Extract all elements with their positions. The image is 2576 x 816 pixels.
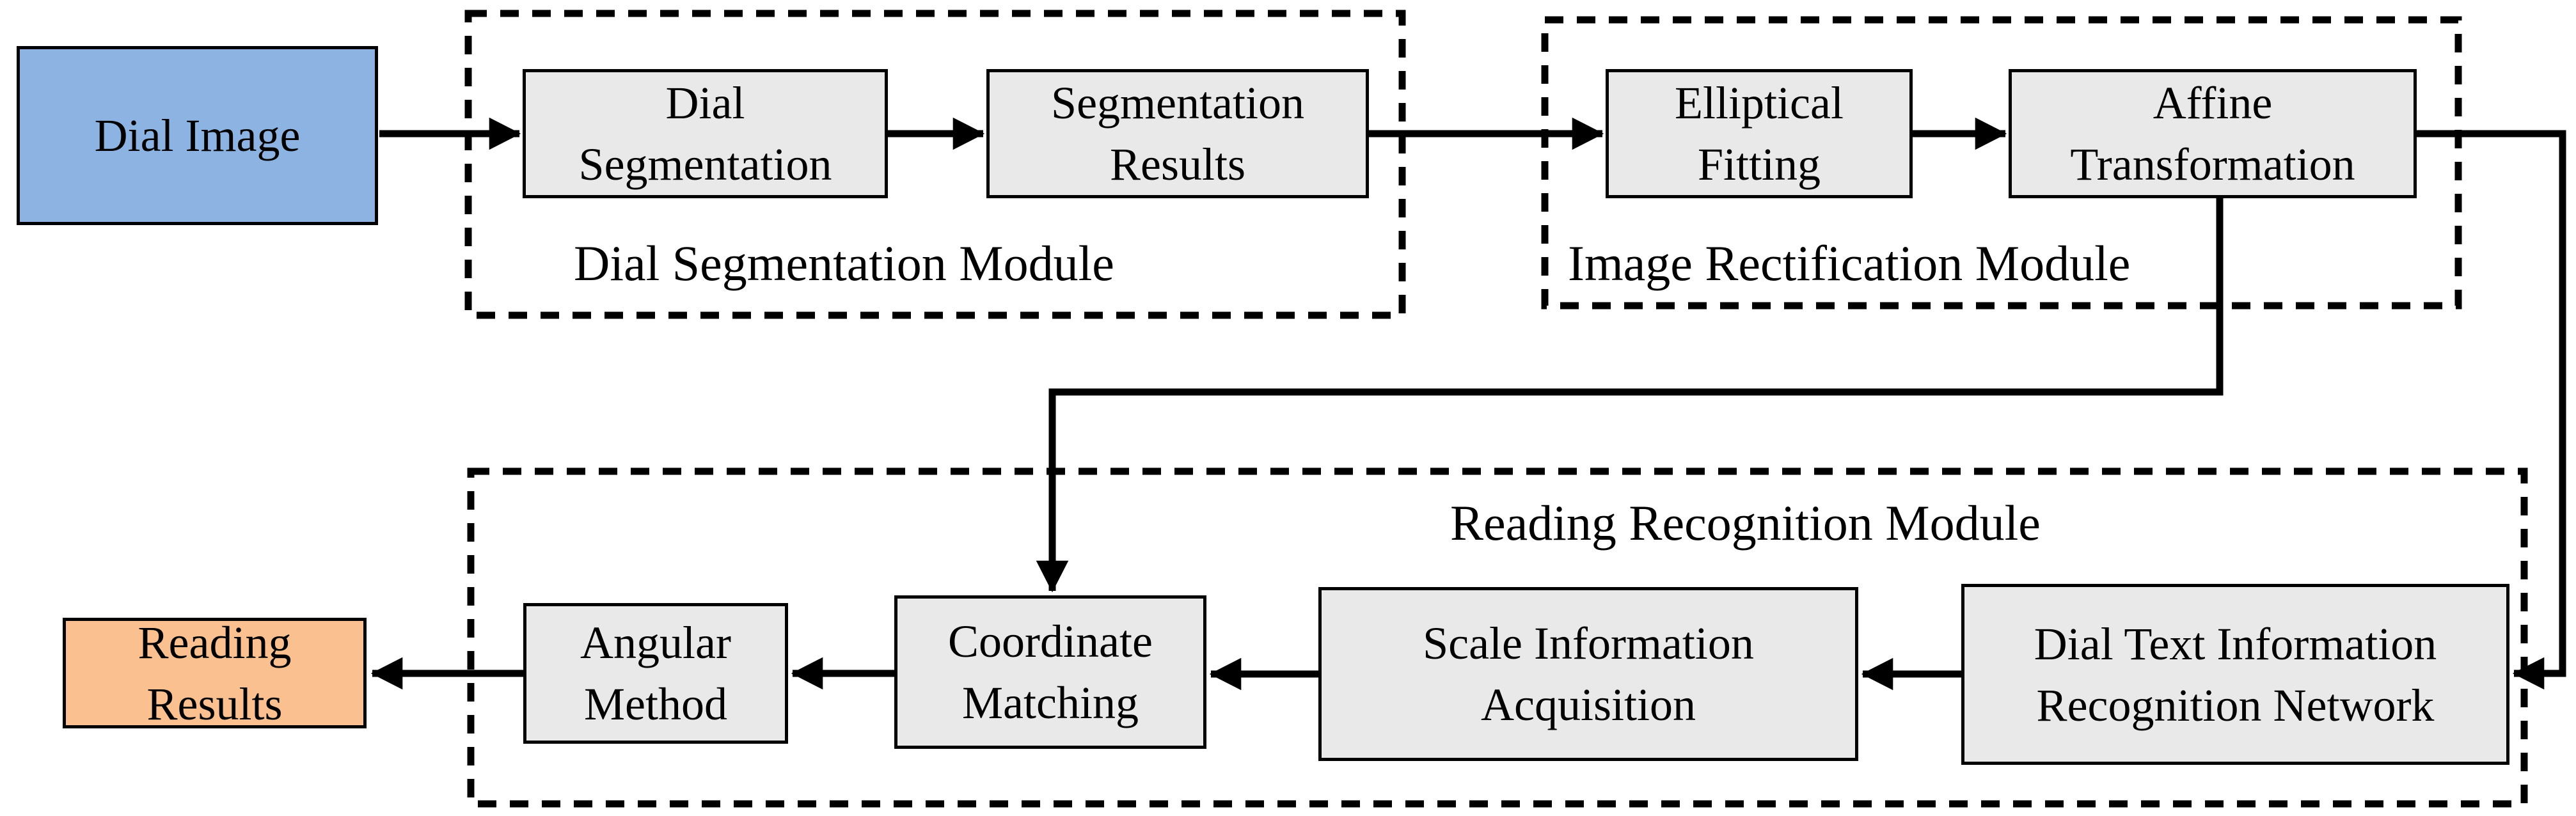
node-label-line1: Segmentation <box>1051 77 1304 129</box>
node-reading-results: Reading Results <box>63 617 367 730</box>
node-label-line2: Acquisition <box>1481 679 1696 730</box>
node-label-line2: Results <box>146 678 283 730</box>
node-dial-segmentation: Dial Segmentation <box>523 69 888 198</box>
node-label-line1: Dial Text Information <box>2034 618 2437 670</box>
arrow-affine-to-coordinate-matching <box>1036 198 2224 593</box>
node-label: Dial Image <box>94 110 301 161</box>
node-label-line1: Reading <box>138 616 292 668</box>
node-label-line1: Dial <box>665 77 745 129</box>
module-label-reading-recognition: Reading Recognition Module <box>1450 495 2041 551</box>
node-label-line2: Recognition Network <box>2036 679 2435 731</box>
node-label-line1: Affine <box>2153 77 2273 129</box>
module-label-dial-segmentation: Dial Segmentation Module <box>574 235 1114 291</box>
module-border-reading-recognition <box>467 467 2528 808</box>
node-label-line1: Angular <box>580 617 731 668</box>
node-segmentation-results: Segmentation Results <box>986 69 1369 198</box>
arrow-affine-to-dial-text-network <box>2417 130 2566 690</box>
node-coordinate-matching: Coordinate Matching <box>894 595 1206 749</box>
node-label-line2: Segmentation <box>578 139 832 190</box>
module-border-image-rectification <box>1541 16 2462 310</box>
node-scale-information-acquisition: Scale Information Acquisition <box>1318 587 1858 761</box>
module-border-dial-segmentation <box>464 10 1406 319</box>
node-label-line2: Method <box>584 679 727 730</box>
node-label-line2: Transformation <box>2070 139 2355 190</box>
node-affine-transformation: Affine Transformation <box>2009 69 2417 198</box>
node-label-line2: Results <box>1109 139 1246 190</box>
node-dial-text-network: Dial Text Information Recognition Networ… <box>1961 584 2509 765</box>
node-label-line2: Matching <box>962 677 1139 728</box>
node-angular-method: Angular Method <box>523 603 788 744</box>
node-label-line1: Elliptical <box>1675 77 1844 129</box>
node-label-line1: Scale Information <box>1423 618 1754 669</box>
node-elliptical-fitting: Elliptical Fitting <box>1606 69 1913 198</box>
node-dial-image: Dial Image <box>17 46 378 225</box>
node-label-line2: Fitting <box>1697 139 1821 190</box>
module-label-image-rectification: Image Rectification Module <box>1568 235 2131 291</box>
node-label-line1: Coordinate <box>948 616 1153 667</box>
